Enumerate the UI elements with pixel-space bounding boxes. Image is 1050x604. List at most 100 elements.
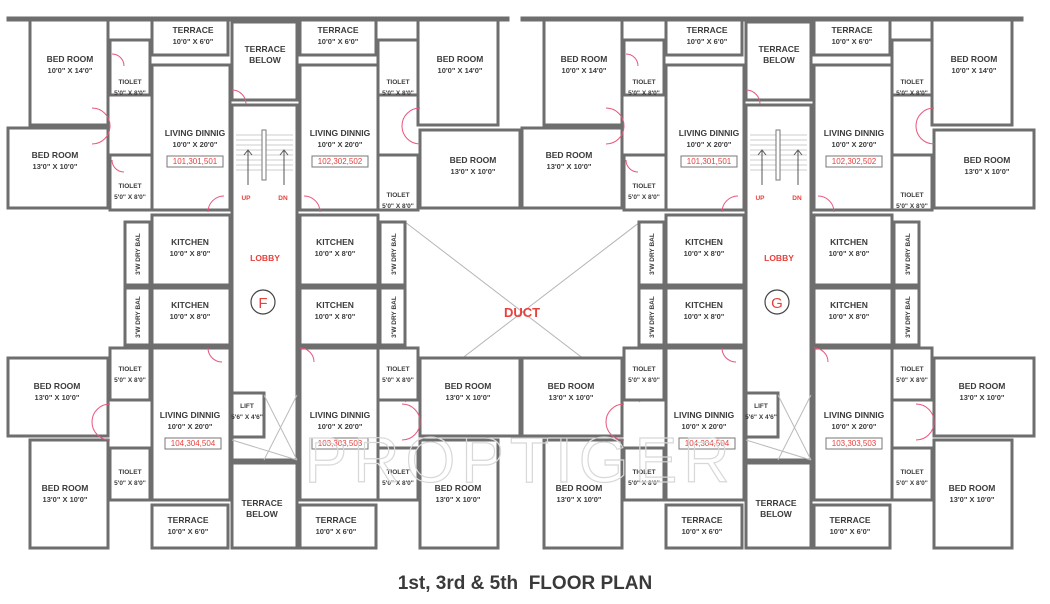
room-size: 10'0" X 8'0" — [315, 312, 356, 321]
room-size: 5'0" X 8'0" — [114, 90, 146, 97]
room-size: 5'0" X 8'0" — [896, 480, 928, 487]
arrow-up-icon — [279, 149, 289, 185]
room-name: TIOLET — [386, 469, 409, 476]
room-name: 3'W DRY BAL — [135, 296, 142, 338]
door-swing — [721, 195, 739, 213]
unit-number-badge: 103,303,503 — [825, 437, 883, 450]
room-name: TIOLET — [118, 469, 141, 476]
wall — [150, 63, 232, 212]
room-name: LIVING DINNIG — [160, 410, 221, 420]
block-letter: F — [258, 295, 267, 312]
wall — [230, 461, 299, 550]
room-size: 10'0" X 8'0" — [170, 249, 211, 258]
room-name: BED ROOM — [437, 54, 484, 64]
room-name: TIOLET — [118, 79, 141, 86]
room-name: KITCHEN — [685, 300, 723, 310]
wall — [637, 286, 666, 347]
room-name: KITCHEN — [685, 237, 723, 247]
unit-numbers: 101,301,501 — [173, 157, 218, 166]
wall — [812, 213, 894, 287]
wall — [520, 16, 1024, 22]
room-name: 3'W DRY BAL — [391, 296, 398, 338]
room-size: 5'0" X 8'0" — [382, 480, 414, 487]
room-name: TIOLET — [118, 366, 141, 373]
wall — [150, 346, 232, 502]
room-name: BED ROOM — [34, 381, 81, 391]
wall — [744, 461, 813, 550]
stair-down-label: DN — [278, 195, 288, 202]
door-swing — [605, 107, 625, 127]
wall — [622, 446, 666, 502]
wall — [418, 438, 500, 550]
room-size: 13'0" X 10'0" — [446, 393, 491, 402]
room-name: TIOLET — [632, 183, 655, 190]
wall — [932, 438, 1014, 550]
room-size: 10'0" X 8'0" — [829, 249, 870, 258]
wall — [376, 346, 420, 402]
room-label: TIOLET 5'0" X 8'0" — [628, 469, 660, 487]
wall — [622, 38, 666, 97]
room-name: 3'W DRY BAL — [649, 233, 656, 275]
room-name: TERRACE — [831, 25, 872, 35]
room-name: TIOLET — [632, 469, 655, 476]
room-size: 5'0" X 8'0" — [114, 480, 146, 487]
door-swing — [401, 107, 421, 127]
room-name: TIOLET — [900, 366, 923, 373]
wall — [298, 18, 378, 57]
wall — [298, 286, 380, 347]
room-name: BED ROOM — [546, 150, 593, 160]
floor-plan-title: 1st, 3rd & 5th FLOOR PLAN — [397, 573, 653, 594]
block-marker — [250, 289, 276, 315]
door-swing — [915, 125, 935, 145]
unit-number-badge: 101,301,501 — [166, 155, 224, 168]
room-label: 3'W DRY BAL — [905, 296, 912, 338]
room-name: 3'W DRY BAL — [391, 233, 398, 275]
wall — [108, 346, 152, 402]
wall — [890, 446, 934, 502]
unit-numbers: 101,301,501 — [687, 157, 732, 166]
room-name: TERRACE — [241, 498, 282, 508]
room-name: TERRACE — [317, 25, 358, 35]
unit-numbers: 104,304,504 — [685, 439, 730, 448]
block-marker — [764, 289, 790, 315]
wall — [416, 18, 500, 127]
wall — [892, 220, 921, 287]
room-name: BED ROOM — [32, 150, 79, 160]
wall — [376, 153, 420, 212]
room-size: 13'0" X 10'0" — [960, 393, 1005, 402]
room-name: KITCHEN — [316, 300, 354, 310]
room-size: 5'0" X 8'0" — [382, 203, 414, 210]
door-swing — [299, 347, 315, 363]
wall — [622, 346, 666, 402]
room-size: 10'0" X 6'0" — [687, 37, 728, 46]
wall — [744, 391, 780, 439]
wall — [6, 126, 110, 210]
room-name: BED ROOM — [450, 155, 497, 165]
door-swing — [745, 89, 761, 105]
wall — [6, 356, 110, 438]
lobby-label: LOBBY — [250, 253, 280, 263]
room-size: 5'0" X 8'0" — [628, 480, 660, 487]
